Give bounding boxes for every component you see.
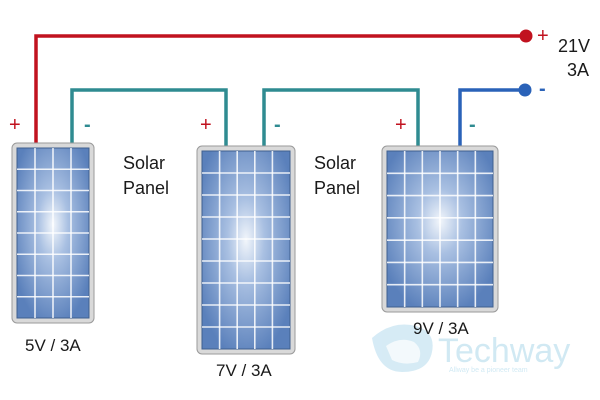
negative-output-wire xyxy=(458,88,524,146)
panel-1-plus-sign: + xyxy=(9,114,21,136)
negative-output-terminal xyxy=(518,83,532,97)
panel-cell-area xyxy=(201,150,291,350)
caption-1-line2: Panel xyxy=(123,178,169,198)
caption-2-line1: Solar xyxy=(314,153,356,173)
positive-output-terminal xyxy=(519,29,533,43)
caption-2-line2: Panel xyxy=(314,178,360,198)
solar-panel-3 xyxy=(381,145,499,313)
panel-2-rating: 7V / 3A xyxy=(216,361,272,380)
panel-1-minus-sign: - xyxy=(84,114,91,136)
caption-1-line1: Solar xyxy=(123,153,165,173)
output-current: 3A xyxy=(567,60,589,80)
watermark-tagline: Allway be a pioneer team xyxy=(449,367,528,374)
wiring xyxy=(34,34,526,146)
solar-panel-1 xyxy=(11,142,95,324)
output-voltage: 21V xyxy=(558,36,590,56)
techway-logo-icon xyxy=(372,324,433,372)
positive-output-wire xyxy=(34,34,526,143)
link-wire-panel1-panel2 xyxy=(70,88,228,146)
link-wire-panel2-panel3 xyxy=(262,88,420,146)
watermark-brand: Techway xyxy=(438,332,570,370)
panel-2-plus-sign: + xyxy=(200,114,212,136)
panel-3-minus-sign: - xyxy=(469,114,476,136)
panel-2-minus-sign: - xyxy=(274,114,281,136)
solar-panel-2 xyxy=(196,145,296,355)
output-negative-sign: - xyxy=(539,78,546,100)
panel-1-rating: 5V / 3A xyxy=(25,336,81,355)
techway-watermark: Techway Allway be a pioneer team xyxy=(372,324,570,374)
panel-3-plus-sign: + xyxy=(395,114,407,136)
panel-3-rating: 9V / 3A xyxy=(413,319,469,338)
output-positive-sign: + xyxy=(537,25,549,47)
